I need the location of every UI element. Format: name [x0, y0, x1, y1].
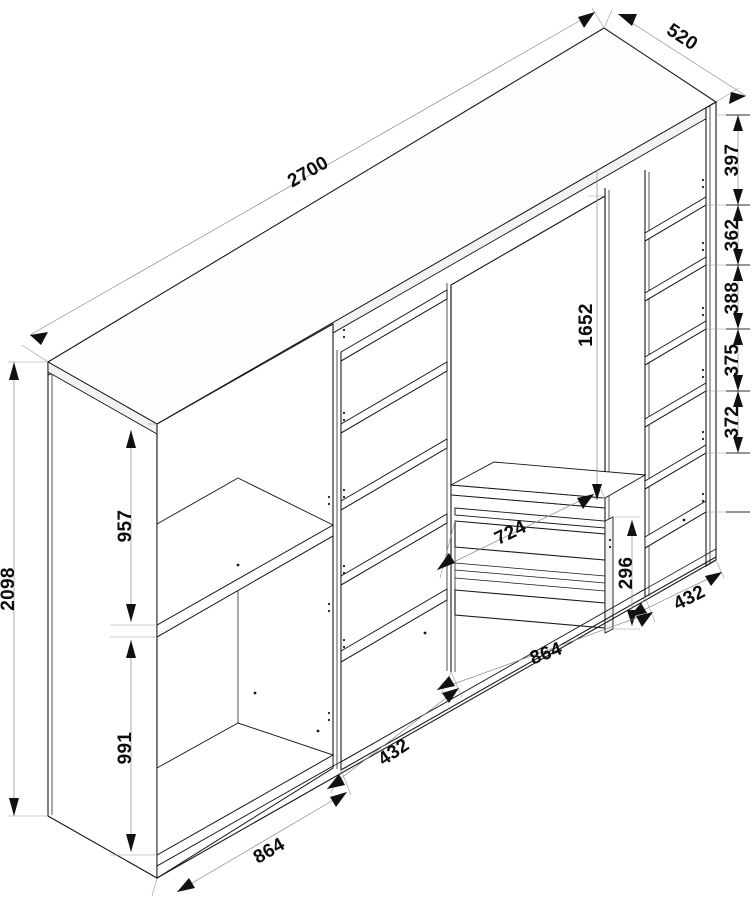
dim-label-520: 520	[663, 20, 702, 55]
right-column-base-edge	[644, 511, 707, 549]
right-column-base	[644, 500, 707, 549]
dim-label-2098: 2098	[0, 567, 19, 610]
right-shelf-1	[644, 196, 707, 242]
right-shelf-4	[644, 382, 707, 428]
dim-label-1652: 1652	[576, 303, 597, 346]
left-bay-mid-shelf-edge	[156, 535, 334, 638]
dim-label-372: 372	[722, 406, 743, 439]
dim-overall-height: 2098	[0, 361, 48, 817]
left-side-panel	[47, 361, 158, 879]
drawer-front-upper	[454, 520, 606, 561]
right-shelf-5-edge	[644, 452, 707, 490]
cabinet-body	[46, 27, 718, 879]
floor-front-line	[340, 596, 646, 771]
dim-right-shelf-stack: 397 362 388 375 372	[706, 114, 750, 513]
mid-left-shelf-4	[340, 513, 448, 586]
mid-left-shelf-4-edge	[340, 522, 448, 586]
dim-label-375: 375	[722, 344, 743, 377]
drawer-mid-line-2	[454, 569, 606, 584]
drawer-front-lower	[454, 589, 606, 629]
dim-label-864-mid: 864	[527, 638, 565, 669]
dim-opening-1652: 1652	[576, 170, 605, 500]
drawer-mid-line-3	[454, 577, 606, 592]
dim-label-397: 397	[722, 144, 743, 177]
floor-front-line-3	[644, 556, 717, 598]
drawer-mid-line	[454, 562, 606, 577]
right-shelf-3	[644, 320, 707, 366]
middle-left-peg-holes	[342, 328, 427, 649]
left-bay-base-top	[156, 722, 335, 856]
right-shelf-2	[644, 256, 707, 302]
dim-label-957: 957	[115, 510, 136, 543]
dim-label-362: 362	[722, 219, 743, 252]
floor-front-line-2	[340, 588, 646, 763]
mid-left-shelf-3	[340, 438, 448, 511]
mid-left-shelf-1-edge	[340, 298, 448, 362]
dim-drawer-296: 296	[613, 516, 640, 630]
middle-right-deck-edge	[450, 494, 606, 509]
dim-label-432-right: 432	[670, 581, 709, 615]
right-column-shelves	[644, 196, 707, 549]
mid-left-shelf-2-edge	[340, 370, 448, 434]
dim-label-296: 296	[616, 557, 637, 590]
dim-label-2700: 2700	[284, 152, 332, 192]
dim-mid-left-432: 432	[326, 671, 463, 794]
left-bay-mid-shelf-top	[156, 477, 335, 626]
dim-left-upper-957: 957	[110, 423, 157, 626]
mid-left-base	[340, 588, 448, 663]
right-shelf-5	[644, 444, 707, 490]
dim-left-lower-991: 991	[110, 636, 157, 856]
right-shelf-1-edge	[644, 204, 707, 242]
dim-label-864-left: 864	[250, 834, 289, 869]
left-bay-peg-holes	[236, 495, 331, 733]
right-side-panel	[705, 101, 717, 567]
middle-left-shelves	[340, 289, 448, 663]
right-shelf-4-edge	[644, 390, 707, 428]
mid-left-shelf-3-edge	[340, 447, 448, 511]
top-panel-face	[46, 27, 718, 425]
right-shelf-2-edge	[644, 264, 707, 302]
mid-left-base-edge	[340, 599, 448, 663]
dim-label-388: 388	[722, 282, 743, 315]
drawer-unit	[454, 507, 614, 672]
right-column-peg-holes	[682, 178, 705, 522]
right-shelf-3-edge	[644, 328, 707, 366]
mid-left-shelf-2	[340, 361, 448, 434]
dim-label-991: 991	[115, 732, 136, 765]
plinth-front-bottom	[156, 559, 717, 879]
